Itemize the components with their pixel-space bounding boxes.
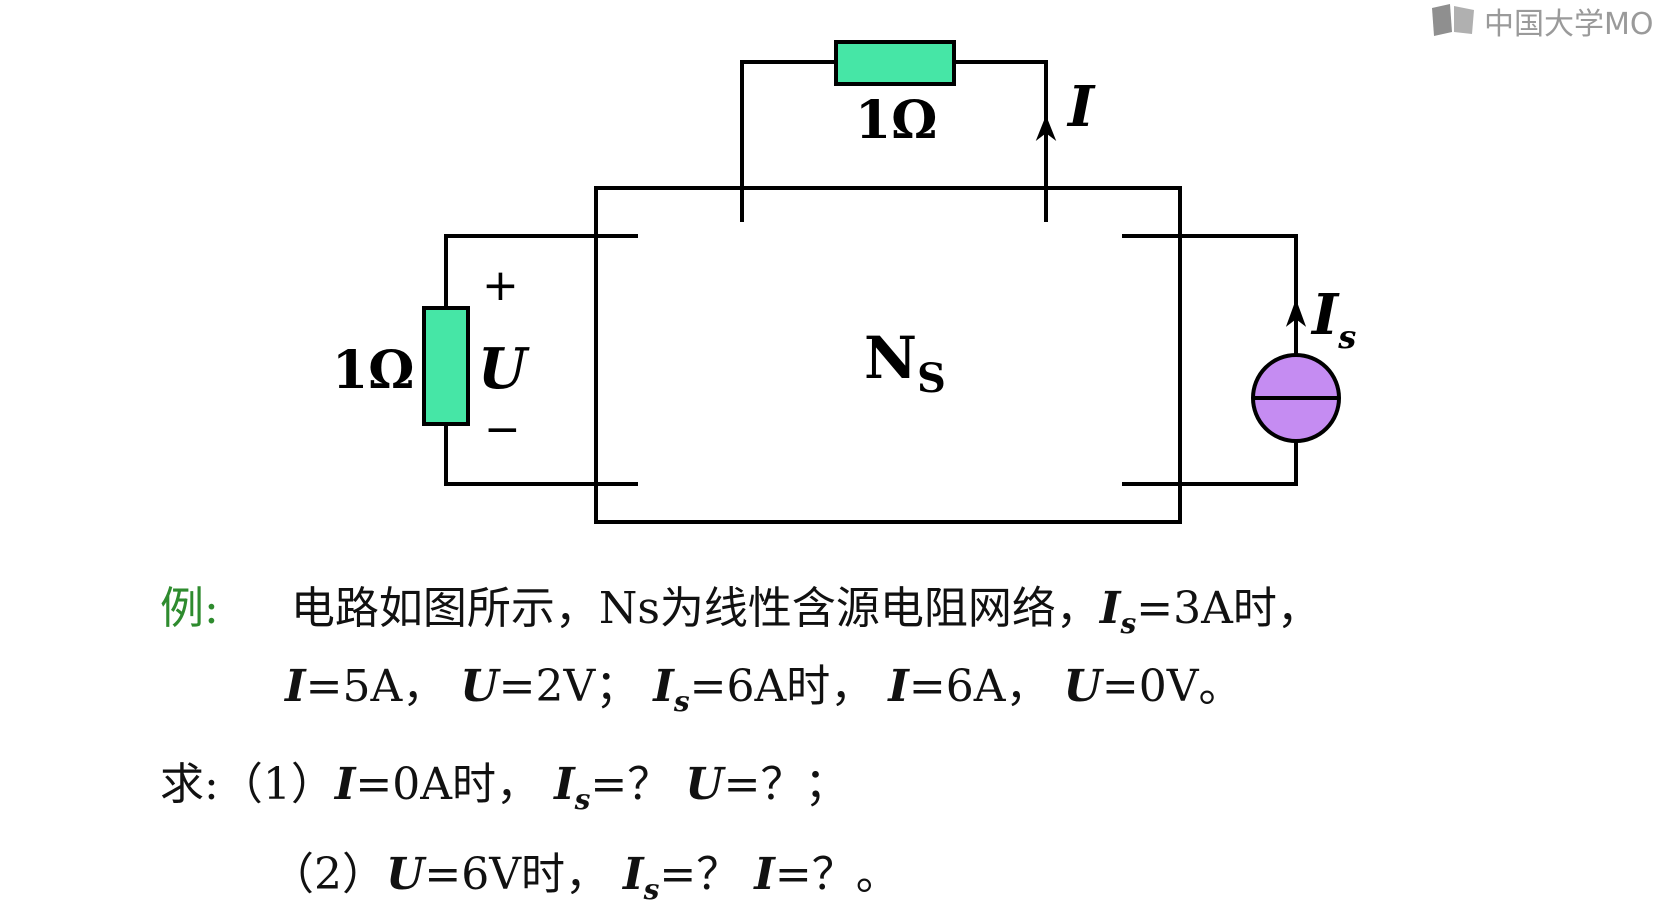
cond-2d: =6A，: [908, 661, 1050, 712]
cond-2b: =2V；: [498, 661, 640, 712]
top-resistor: [834, 40, 956, 86]
var-u: U: [386, 849, 425, 900]
question-2: （2）U=6V时， Is=？ I=？。: [270, 838, 900, 906]
current-arrow-I-icon: [1035, 115, 1057, 141]
q2-cond: =6V时，: [424, 849, 610, 900]
q2-ask-is: =？: [659, 849, 741, 900]
var-u: U: [685, 759, 724, 810]
var-u: U: [460, 661, 499, 712]
top-resistor-label: 1Ω: [855, 90, 937, 151]
var-is-sub: s: [574, 782, 591, 816]
cond-2c: =6A时，: [689, 661, 875, 712]
q1-number: （1）: [218, 759, 335, 810]
left-bottom-wire: [444, 424, 638, 486]
current-label-I: I: [1066, 74, 1096, 140]
watermark: 中国大学MO: [1430, 0, 1653, 42]
network-box: [594, 186, 1182, 524]
var-is-sub: s: [673, 684, 690, 718]
right-bottom-wire: [1122, 440, 1298, 486]
network-label: NS: [864, 324, 946, 402]
var-is: I: [653, 661, 674, 712]
var-i: I: [285, 661, 306, 712]
source-label: Is: [1310, 282, 1356, 356]
cond-1: =3A时，: [1136, 583, 1321, 634]
wires: [444, 60, 1298, 524]
right-top-wire: [1122, 234, 1298, 356]
var-u: U: [1063, 661, 1102, 712]
var-is: I: [554, 759, 575, 810]
var-i: I: [754, 849, 775, 900]
question-1: 求:（1）I=0A时， Is=？ U=？；: [160, 748, 849, 816]
mooc-logo-icon: [1432, 4, 1474, 36]
cond-2a: =5A，: [305, 661, 447, 712]
var-is: I: [623, 849, 644, 900]
q1-cond: =0A时，: [355, 759, 541, 810]
var-is: I: [1099, 583, 1121, 634]
left-resistor-label: 1Ω: [332, 340, 414, 401]
problem-line-1: 例: 电路如图所示，Ns为线性含源电阻网络，Is=3A时，: [160, 572, 1321, 640]
q1-ask-u: =？；: [723, 759, 849, 810]
q1-ask-is: =？: [590, 759, 672, 810]
cond-2e: =0V。: [1101, 661, 1243, 712]
left-top-wire: [444, 234, 638, 310]
q2-ask-i: =？。: [774, 849, 900, 900]
watermark-text: 中国大学MO: [1484, 7, 1653, 42]
problem-statement: 电路如图所示，Ns为线性含源电阻网络，: [290, 583, 1100, 634]
ask-label: 求:: [160, 759, 219, 810]
var-i: I: [334, 759, 356, 810]
example-label: 例:: [160, 583, 219, 634]
left-resistor: [422, 306, 470, 426]
plus-sign: +: [482, 260, 519, 311]
var-i: I: [888, 661, 909, 712]
q2-number: （2）: [270, 849, 386, 900]
var-is-sub: s: [643, 872, 660, 906]
current-arrow-Is-icon: [1285, 299, 1307, 327]
voltage-label-U: U: [478, 336, 530, 402]
problem-line-2: I=5A， U=2V； Is=6A时， I=6A， U=0V。: [285, 650, 1243, 718]
minus-sign: −: [484, 404, 521, 455]
var-is-sub: s: [1120, 606, 1137, 640]
